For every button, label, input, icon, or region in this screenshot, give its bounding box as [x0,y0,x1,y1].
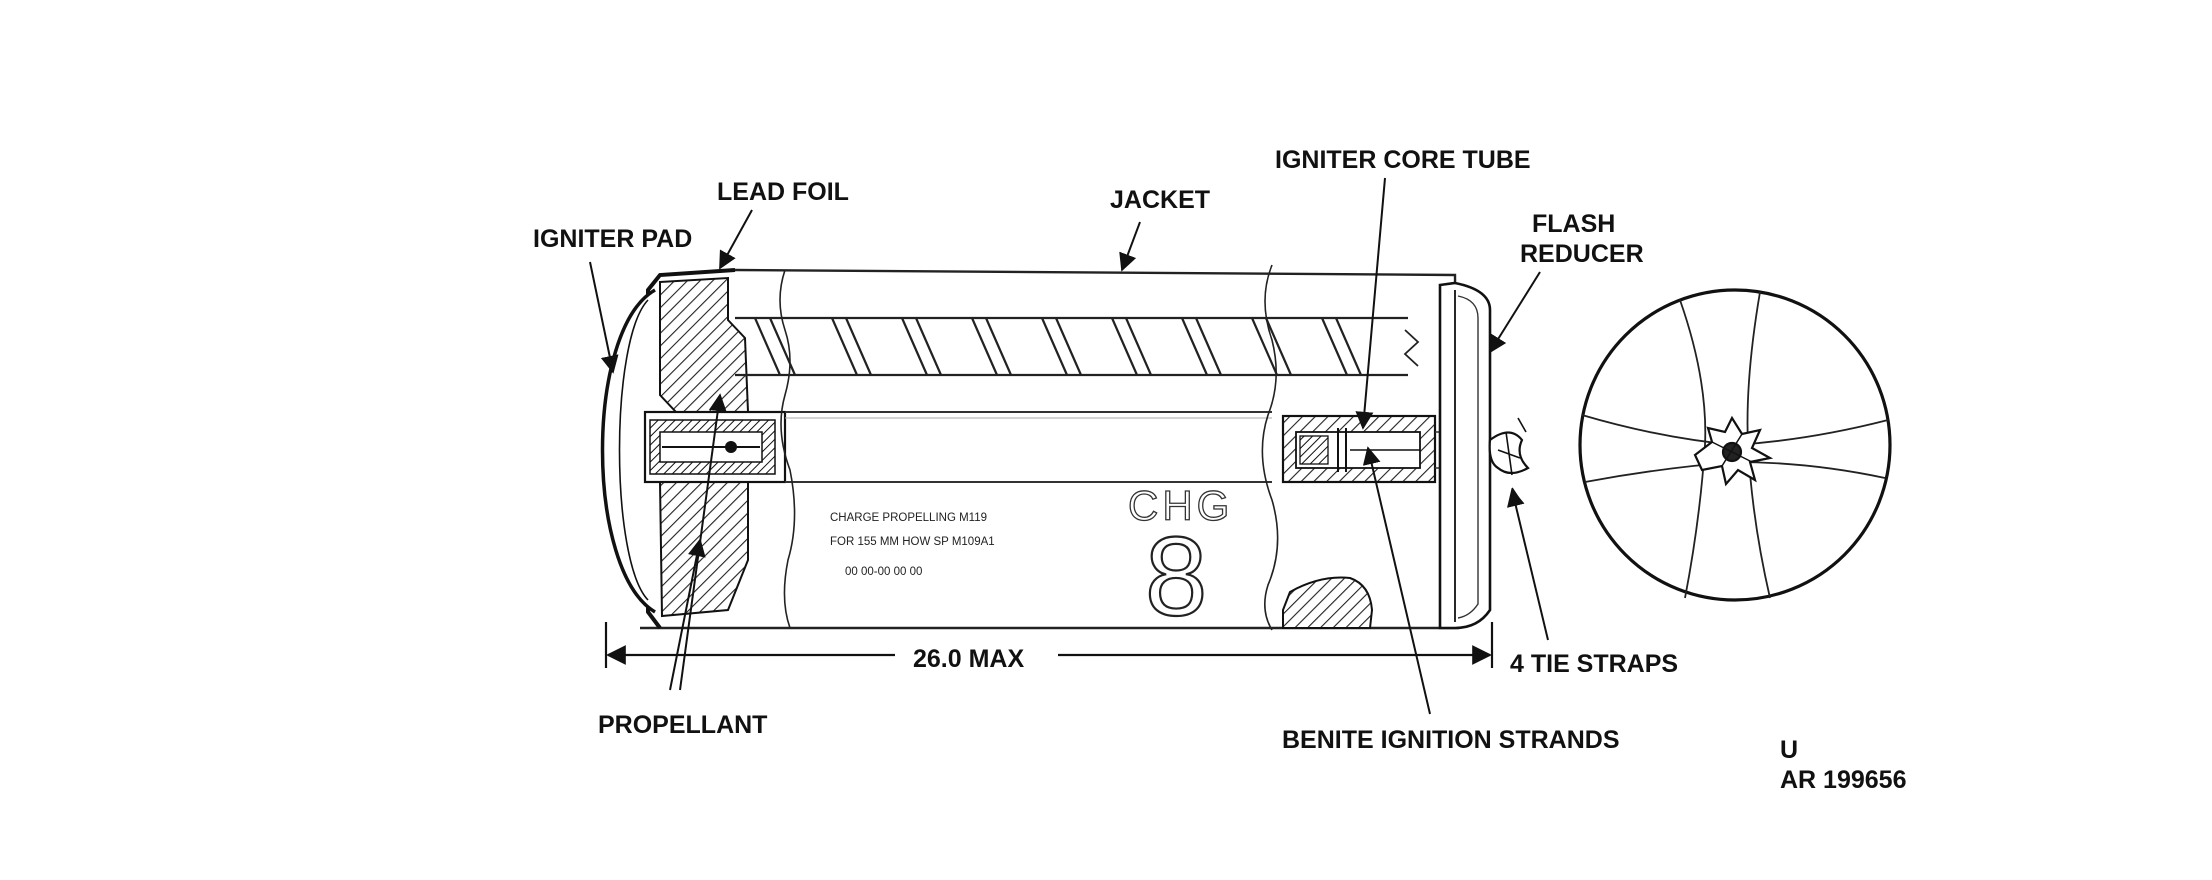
stencil-line-1: CHARGE PROPELLING M119 [830,512,987,524]
leader-igniter-pad [589,261,619,374]
break-line-right [1261,264,1279,631]
stencil-chg: CHG [1128,482,1233,529]
leader-jacket [1119,221,1141,272]
rear-propellant-block [1282,576,1374,629]
leader-igniter-core-tube [1355,177,1386,430]
leader-flash-reducer [1489,271,1541,354]
leader-propellant-1 [669,538,706,691]
label-jacket: JACKET [1110,186,1210,214]
charge-body [600,264,1530,631]
leader-tie-straps [1507,488,1549,641]
tie-strap-knot [1488,417,1530,501]
stencil-markings: CHARGE PROPELLING M119 FOR 155 MM HOW SP… [830,481,1233,640]
dimension-line [604,622,1494,668]
break-line-left [779,269,796,629]
reference-block: U AR 199656 [1780,736,1906,794]
label-dimension: 26.0 MAX [913,645,1024,673]
end-view-knot [1693,415,1774,487]
label-tie-straps: 4 TIE STRAPS [1510,650,1678,678]
label-propellant: PROPELLANT [598,711,767,739]
spiral-wrap [735,316,1420,377]
stencil-line-3: 00 00-00 00 00 [845,566,922,578]
label-igniter-core-tube: IGNITER CORE TUBE [1275,146,1531,174]
propellant-upper-section [659,276,750,413]
label-flash-reducer-line1: FLASH [1532,210,1615,238]
label-flash-reducer-line2: REDUCER [1520,240,1644,268]
classification-mark: U [1780,736,1798,764]
leader-lead-foil [719,209,753,270]
label-benite-ignition-strands: BENITE IGNITION STRANDS [1282,726,1620,754]
stencil-charge-number: 8 [1145,514,1207,639]
labels: IGNITER PAD LEAD FOIL JACKET IGNITER COR… [533,146,1678,754]
label-lead-foil: LEAD FOIL [717,178,849,206]
leader-benite-strands [1362,446,1431,715]
leader-lines [589,177,1549,715]
flash-reducer [1438,281,1492,630]
leader-propellant-2 [679,393,727,691]
label-igniter-pad: IGNITER PAD [533,225,692,253]
drawing-number: AR 199656 [1780,766,1906,794]
end-view [1578,288,1892,602]
propellant-lower-section [658,481,749,618]
forward-end-outline [646,268,736,630]
stencil-line-2: FOR 155 MM HOW SP M109A1 [830,536,995,548]
